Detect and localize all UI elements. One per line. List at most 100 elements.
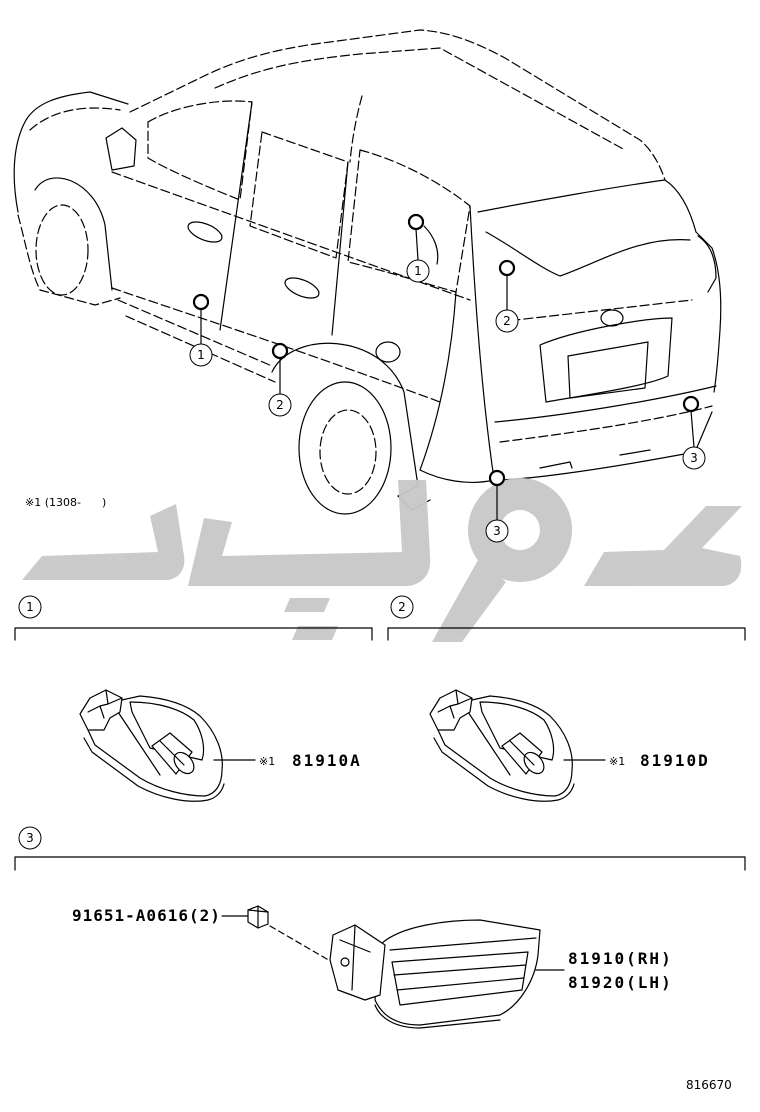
- illustration-number: 816670: [686, 1078, 732, 1092]
- lamp-housing: [374, 919, 541, 1026]
- vehicle-rear-right: [695, 231, 722, 393]
- callout-3-left[interactable]: 3: [485, 469, 509, 543]
- section-3: 3 91651-A0616(2) 81910(RH) 81920(LH): [14, 826, 746, 1029]
- part-note-ref: ※1: [609, 755, 625, 768]
- vehicle-emblem: [600, 309, 624, 327]
- lamp-lens-strip: [393, 964, 527, 991]
- watermark-logo: [22, 478, 742, 642]
- section-number: 2: [398, 600, 406, 614]
- part-number-81910-rh[interactable]: 81910(RH): [568, 949, 673, 968]
- vehicle-running-board: [117, 299, 276, 383]
- vehicle-front-wheel-arch: [34, 177, 113, 291]
- callout-bubble: [189, 343, 213, 367]
- part-number-81910d[interactable]: 81910D: [640, 751, 710, 770]
- part-number-81910a[interactable]: 81910A: [292, 751, 362, 770]
- section-1: 1 ※1 81910A: [14, 595, 373, 802]
- watermark-shape: [432, 560, 506, 642]
- section-bracket: [14, 627, 373, 641]
- section-number: 3: [26, 831, 34, 845]
- watermark-dot: [284, 598, 330, 612]
- rear-bumper-lower: [493, 411, 713, 481]
- callout-number: 3: [690, 451, 698, 465]
- section-number: 1: [26, 600, 34, 614]
- vehicle-hood: [13, 91, 129, 213]
- callout-bubble: [406, 259, 430, 283]
- part-number-bolt[interactable]: 91651-A0616(2): [72, 906, 221, 925]
- vehicle-hatch-edge: [469, 205, 494, 473]
- vehicle-front-wheel: [35, 204, 89, 296]
- location-marker: [682, 395, 700, 413]
- vehicle-callouts: 1 1 2 2 3 3: [189, 213, 706, 543]
- callout-1-lower[interactable]: 1: [189, 293, 213, 367]
- rear-reflector-lamp-drawing: [329, 919, 541, 1029]
- watermark-shape: [22, 504, 185, 580]
- location-marker: [498, 259, 516, 277]
- section-bubble: [18, 595, 42, 619]
- lamp-lens: [391, 951, 529, 1006]
- vehicle-roof-rail: [214, 47, 626, 151]
- courtesy-lamp-b-drawing: [429, 689, 575, 802]
- vehicle-front-window: [147, 100, 253, 201]
- vehicle-rear-top: [477, 179, 697, 233]
- rear-bumper-step: [539, 449, 651, 469]
- location-marker: [192, 293, 210, 311]
- applicability-note: ※1 (1308- ): [25, 496, 106, 509]
- callout-2-side[interactable]: 2: [268, 342, 292, 417]
- bolt-install-line: [269, 925, 333, 963]
- vehicle-hatch-line: [497, 299, 693, 323]
- vehicle-roof-edge: [199, 29, 666, 181]
- vehicle-rear-wheel-hub: [319, 409, 377, 495]
- vehicle-c-pillar: [349, 95, 363, 163]
- section-2: 2 ※1 81910D: [387, 595, 746, 802]
- callout-2-rear[interactable]: 2: [495, 259, 519, 333]
- vehicle-front-fender: [17, 214, 121, 306]
- vehicle-rear-window: [485, 231, 691, 277]
- license-plate: [567, 341, 649, 399]
- callout-bubble: [485, 519, 509, 543]
- vehicle-door-cut-rear: [331, 161, 349, 336]
- callout-number: 1: [197, 348, 205, 362]
- callout-bubble: [495, 309, 519, 333]
- callout-number: 3: [493, 524, 501, 538]
- vehicle-rear-quarter: [419, 291, 495, 483]
- vehicle-rear-door-window: [249, 131, 349, 259]
- vehicle-illustration: [13, 29, 722, 515]
- lamp-top-edge: [389, 937, 537, 951]
- section-bubble: [390, 595, 414, 619]
- front-door-handle: [187, 221, 223, 243]
- antenna-wire: [423, 225, 439, 265]
- part-note-ref: ※1: [259, 755, 275, 768]
- bolt-drawing: [247, 905, 269, 929]
- callout-number: 2: [276, 398, 284, 412]
- section-bracket: [14, 856, 746, 871]
- callout-bubble: [682, 446, 706, 470]
- vehicle-tail-lamp: [697, 235, 717, 293]
- callout-3-right[interactable]: 3: [682, 395, 706, 470]
- rear-bumper-top: [494, 385, 717, 423]
- license-plate-frame: [539, 317, 673, 403]
- watermark-shape: [584, 506, 742, 586]
- vehicle-mirror: [105, 127, 137, 171]
- bracket-fold: [339, 924, 371, 991]
- section-bubble: [18, 826, 42, 850]
- watermark-ring: [468, 478, 573, 582]
- callout-number: 2: [503, 314, 511, 328]
- callout-1-upper[interactable]: 1: [406, 213, 430, 283]
- bolt-head-edge: [247, 905, 269, 929]
- vehicle-quarter-window: [347, 149, 471, 293]
- vehicle-rear-wheel: [298, 381, 392, 515]
- rear-bumper-mid: [499, 405, 713, 443]
- location-marker: [488, 469, 506, 487]
- vehicle-hood-line: [29, 107, 121, 131]
- lamp-bracket: [329, 924, 386, 1001]
- callout-bubble: [268, 393, 292, 417]
- bracket-hole: [340, 957, 350, 967]
- part-number-81920-lh[interactable]: 81920(LH): [568, 973, 673, 992]
- watermark-dot: [292, 626, 338, 640]
- vehicle-body-sill: [111, 287, 441, 403]
- rear-door-handle: [284, 277, 320, 299]
- fuel-lid: [375, 341, 401, 363]
- vehicle-rear-fender-flare: [271, 342, 419, 497]
- callout-leader: [690, 410, 695, 448]
